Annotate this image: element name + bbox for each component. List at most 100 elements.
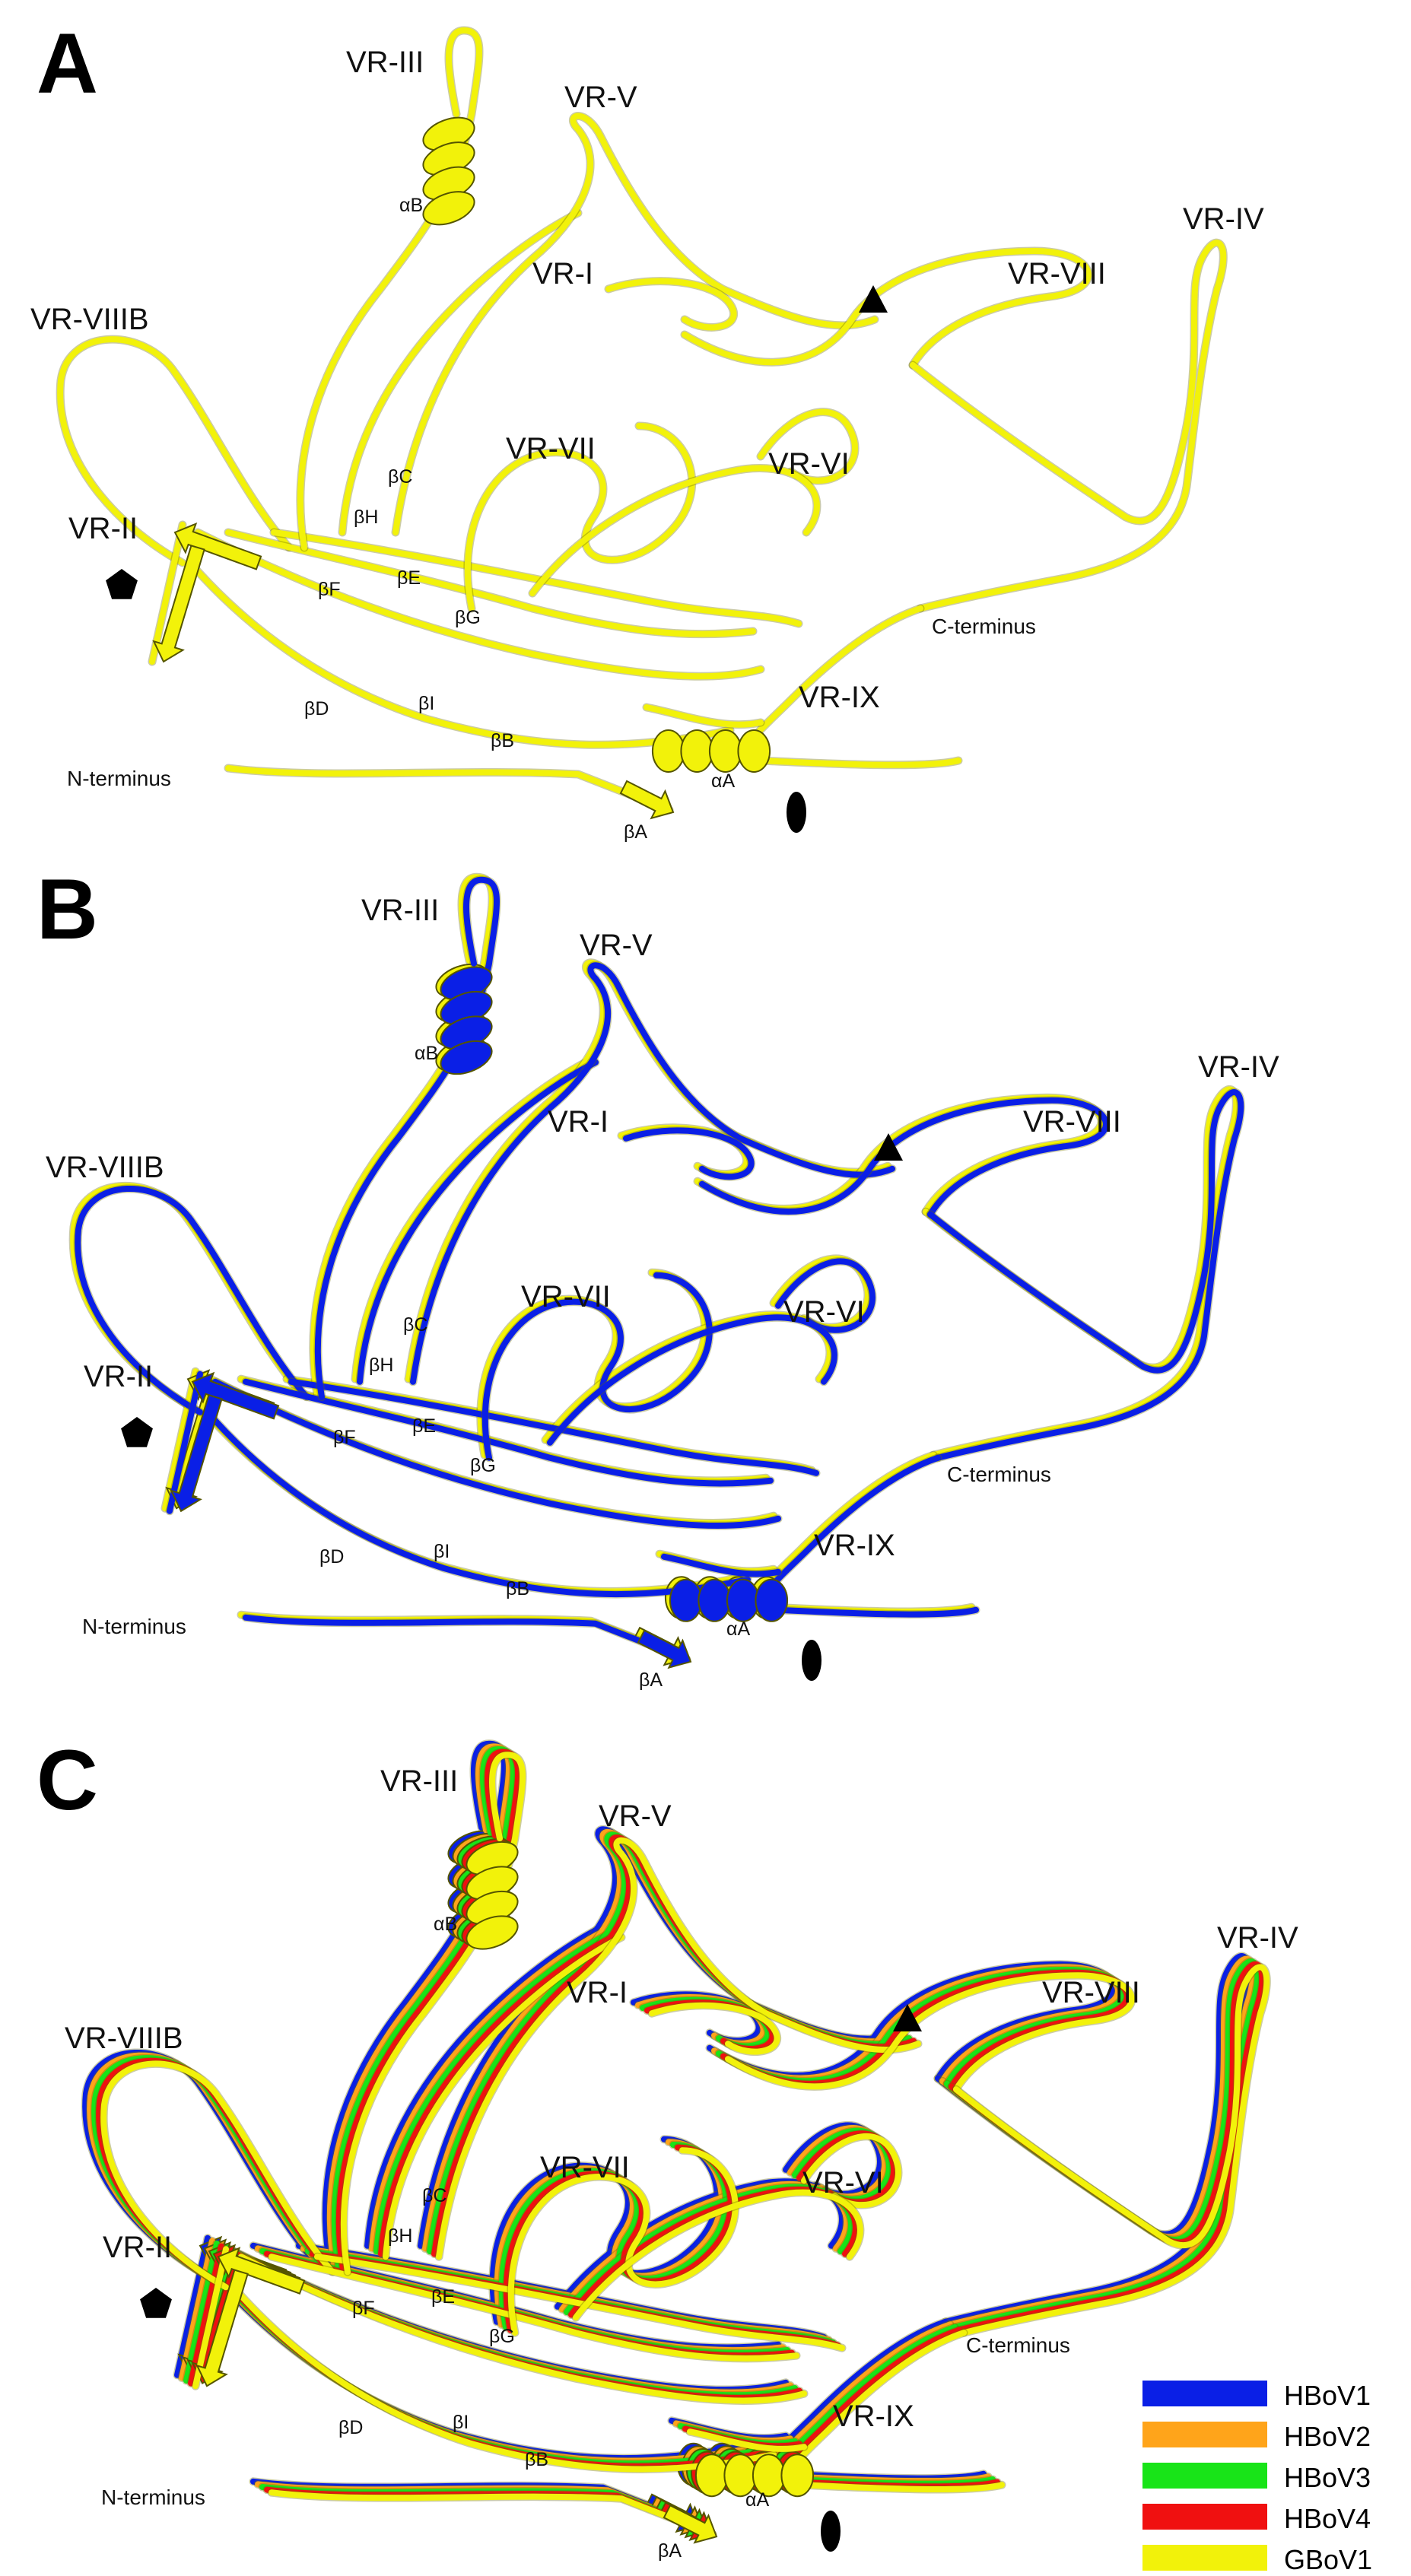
panel-c-label-vr1: VR-I (567, 1976, 628, 2009)
backbone-trace (373, 1929, 615, 2254)
panel-c-label-vr7: VR-VII (540, 2151, 630, 2184)
legend-row-hbov2: HBoV2 (1133, 2418, 1392, 2452)
backbone-trace (555, 2178, 845, 2310)
twofold-axis-oval-icon (802, 1640, 821, 1681)
backbone-trace (269, 2254, 799, 2362)
panel-a-label-betaE: βE (397, 567, 421, 589)
panel-a-label-ctermini: C-terminus (932, 615, 1036, 638)
legend-label-hbov2: HBoV2 (1284, 2421, 1371, 2452)
panel-letter-a: A (37, 16, 98, 111)
backbone-trace (529, 465, 820, 596)
backbone-trace (564, 2184, 854, 2315)
backbone-trace (758, 408, 858, 484)
backbone-trace (271, 529, 802, 627)
backbone-outline (604, 277, 739, 332)
panel-a-label-vr3: VR-III (346, 46, 424, 79)
backbone-trace (725, 1972, 1135, 2093)
helix-turn (737, 729, 771, 773)
twofold-axis-oval-icon (821, 2511, 841, 2552)
backbone-outline (926, 1088, 1245, 1463)
beta-strand-arrow (195, 2269, 249, 2387)
panel-a-label-vr2: VR-II (68, 512, 138, 545)
helix (422, 116, 475, 226)
backbone-trace (801, 2133, 901, 2209)
backbone-trace (910, 240, 1227, 611)
backbone-trace (542, 1311, 833, 1444)
helix-turn (708, 729, 742, 773)
panel-c-label-betaG: βG (489, 2326, 515, 2347)
backbone-trace (243, 1378, 774, 1487)
backbone-trace (149, 522, 733, 748)
helix-turn (422, 191, 475, 226)
panel-a-label-vr7: VR-VII (506, 432, 596, 465)
fivefold-axis-pentagon-icon (140, 2288, 172, 2318)
helix-turn (466, 1915, 519, 1950)
backbone-trace (573, 2189, 863, 2321)
beta-strand-arrow (217, 2247, 306, 2295)
beta-strand-arrow (170, 1393, 223, 1513)
panel-c-label-vr4: VR-IV (1217, 1921, 1298, 1955)
fivefold-axis-pentagon-icon (106, 569, 138, 599)
panel-b-label-betaC: βC (403, 1314, 428, 1336)
backbone-trace (212, 1378, 781, 1529)
panel-c-label-betaA: βA (658, 2540, 682, 2562)
backbone-trace (953, 1964, 1270, 2336)
panel-c-label-vr8: VR-VIII (1042, 1976, 1140, 2009)
helix-turn (698, 1578, 732, 1622)
panel-a-label-vr9: VR-IX (799, 681, 880, 714)
backbone-trace (568, 2187, 859, 2318)
legend-row-hbov3: HBoV3 (1133, 2459, 1392, 2493)
panel-b-label-vr1: VR-I (548, 1105, 609, 1139)
helix (440, 966, 493, 1075)
backbone-trace (100, 2060, 335, 2291)
panel-a-label-betaF: βF (318, 579, 341, 600)
panel-c-structure-4 (99, 1750, 1271, 2544)
backbone-trace (649, 2002, 780, 2055)
panel-c-label-ctermini: C-terminus (966, 2333, 1070, 2357)
backbone-trace (605, 278, 737, 331)
backbone-trace (436, 1837, 921, 2260)
backbone-trace (682, 248, 1092, 368)
panel-b-label-vr8b: VR-VIIIB (46, 1151, 164, 1184)
backbone-trace (238, 2254, 807, 2404)
backbone-trace (225, 529, 756, 637)
panel-c-label-alphaB: αB (434, 1914, 458, 1935)
backbone-outline (908, 238, 1228, 613)
backbone-trace (661, 1553, 781, 1577)
panel-b-label-ntermini: N-terminus (82, 1615, 186, 1638)
panel-b-label-betaD: βD (319, 1546, 345, 1568)
backbone-trace (225, 765, 672, 813)
panel-c-label-vr6: VR-VI (802, 2166, 884, 2200)
panel-a-label-betaA: βA (624, 821, 648, 843)
panel-a-structure-0 (56, 26, 1228, 820)
panel-a-ribbon (56, 26, 1228, 833)
panel-a-label-vr5: VR-V (564, 81, 637, 114)
helix-turn (669, 1578, 703, 1622)
panel-b-label-alphaB: αB (415, 1043, 439, 1064)
threefold-axis-triangle-icon (893, 2004, 922, 2031)
panel-c-label-vr5: VR-V (599, 1799, 672, 1833)
legend-label-hbov3: HBoV3 (1284, 2462, 1371, 2493)
backbone-trace (699, 1097, 1109, 1218)
backbone-trace (314, 2254, 845, 2352)
threefold-axis-triangle-icon (874, 1133, 903, 1161)
panel-c-label-vr3: VR-III (380, 1764, 459, 1798)
backbone-trace (547, 1314, 837, 1446)
panel-b-label-ctermini: C-terminus (947, 1463, 1051, 1486)
panel-c-label-betaE: βE (431, 2286, 456, 2308)
backbone-trace (57, 336, 292, 566)
beta-strand-arrow (663, 2504, 718, 2544)
panel-a-label-vr8: VR-VIII (1008, 257, 1106, 291)
panel-a-label-betaC: βC (388, 466, 413, 488)
panel-b-label-vr4: VR-IV (1198, 1050, 1279, 1084)
beta-strand-arrow (173, 522, 262, 570)
panel-letter-b: B (37, 862, 98, 957)
backbone-trace (269, 2489, 716, 2538)
panel-a-label-alphaA: αA (711, 770, 736, 792)
twofold-axis-oval-icon (787, 792, 806, 833)
fivefold-axis-pentagon-icon (121, 1417, 153, 1447)
helix (669, 1578, 789, 1622)
panel-c-label-betaI: βI (453, 2412, 469, 2433)
legend-swatch-hbov4 (1142, 2504, 1267, 2530)
